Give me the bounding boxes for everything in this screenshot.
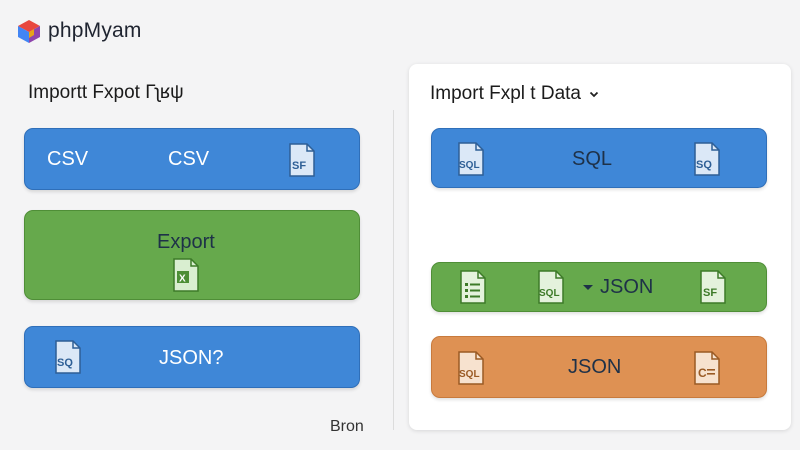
right-panel-heading-label: Import Fxpl t Data <box>430 83 581 104</box>
sql-file-icon: SQL <box>538 270 564 304</box>
svg-text:SQ: SQ <box>696 159 712 171</box>
svg-text:SF: SF <box>703 287 717 299</box>
right-panel-heading[interactable]: Import Fxpl t Data <box>430 83 599 105</box>
json-export-button-label: JSON <box>568 356 622 378</box>
sql-file-icon: SQ <box>694 142 720 176</box>
svg-text:SQ: SQ <box>57 357 73 369</box>
json-export-button[interactable]: SQL JSON C <box>431 336 767 398</box>
chevron-down-icon <box>583 285 593 290</box>
export-button-label: Export <box>157 231 215 253</box>
sql-file-icon: SF <box>289 143 315 177</box>
json-format-button[interactable]: SQL JSON SF <box>431 262 767 312</box>
panel-divider <box>393 110 394 430</box>
left-panel: Importt Fxpot Γʅʁψ CSV CSV SF Export X S… <box>0 62 392 450</box>
sql-file-icon: SQ <box>55 340 81 374</box>
csv-button-label-left: CSV <box>47 148 89 170</box>
app-title: phpMyam <box>48 19 142 42</box>
export-button[interactable]: Export X <box>24 210 360 300</box>
list-file-icon <box>460 270 486 304</box>
sql-file-icon: SQL <box>458 142 484 176</box>
code-file-icon: C <box>694 351 720 385</box>
svg-text:SQL: SQL <box>539 288 560 299</box>
svg-text:SQL: SQL <box>459 160 480 171</box>
svg-text:SF: SF <box>292 160 306 172</box>
sql-button[interactable]: SQL SQL SQ <box>431 128 767 188</box>
sql-file-icon: SQL <box>458 351 484 385</box>
csv-button[interactable]: CSV CSV SF <box>24 128 360 190</box>
top-bar: phpMyam <box>0 0 800 62</box>
chevron-down-icon <box>589 91 599 98</box>
status-text: Bron <box>330 418 364 435</box>
excel-file-icon: X <box>173 258 199 292</box>
csv-button-label: CSV <box>168 148 210 170</box>
json-button[interactable]: SQ JSON? <box>24 326 360 388</box>
svg-text:X: X <box>179 274 186 285</box>
left-panel-heading: Importt Fxpot Γʅʁψ <box>28 82 184 103</box>
json-format-button-label: JSON <box>600 276 654 298</box>
json-button-label: JSON? <box>159 347 224 369</box>
svg-text:SQL: SQL <box>459 369 480 380</box>
sql-file-icon: SF <box>700 270 726 304</box>
sql-button-label: SQL <box>572 148 613 170</box>
svg-text:C: C <box>698 366 707 380</box>
right-panel: Import Fxpl t Data SQL SQL SQ <box>409 64 791 430</box>
php-cube-logo-icon[interactable] <box>16 18 42 44</box>
